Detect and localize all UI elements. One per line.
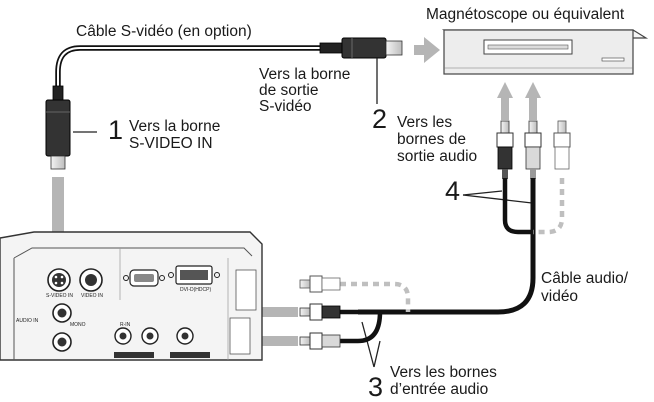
av-cable-line2: vidéo [541,288,579,305]
to-svideo-in-line1: Vers la borne [129,118,221,135]
panel-label-r-in: R-IN [120,322,131,328]
rca-plug-right-dashed [553,120,571,170]
to-svideo-out-line3: S-vidéo [259,98,312,115]
to-audio-out-line2: bornes de [397,131,466,148]
svideo-plug-projector [45,85,71,170]
to-svideo-in-line2: S-VIDEO IN [129,135,213,152]
panel-label-video-in: VIDEO IN [81,293,103,299]
to-svideo-out-line1: Vers la borne [259,66,351,83]
leader-lines [73,58,533,368]
video-in-jack [79,268,103,292]
callout-1: 1 [108,115,124,145]
to-audio-in-line1: Vers les bornes [390,364,497,381]
panel-label-dvi: DVI-D(HDCP) [180,287,212,293]
svideo-cable-label: Câble S-vidéo (en option) [76,23,252,40]
rca-plug-left [496,120,514,179]
dvi-port [168,265,220,285]
rca-plug-video-dashed [299,275,341,293]
rca-plugs-projector [299,275,341,350]
svideo-cable [45,37,403,170]
rca-plugs-vcr [496,120,571,179]
panel-label-audio-in: AUDIO IN [16,318,39,324]
vcr-device [441,29,649,75]
rca-plug-audio-r [299,332,341,350]
to-audio-out-line3: sortie audio [397,148,478,165]
to-svideo-out-line2: de sortie [259,82,319,99]
callout-4: 4 [445,176,461,206]
vga-port [123,269,165,287]
rca-plug-audio-l [299,303,341,321]
to-audio-in-line2: d’entrée audio [390,381,489,398]
to-audio-out-line1: Vers les [397,114,453,131]
panel-label-svideo-in: S-VIDEO IN [46,293,73,299]
audio-cables [330,178,565,344]
audio-signal-arrows-up [497,82,541,120]
av-cable-line1: Câble audio/ [541,270,629,287]
vcr-label: Magnétoscope ou équivalent [426,6,625,23]
callout-3: 3 [368,372,384,402]
svideo-in-jack [47,268,71,292]
svideo-signal-arrow [414,37,440,63]
panel-label-mono: MONO [70,322,86,328]
svideo-plug-vcr [319,37,403,59]
rca-plug-middle [524,120,542,179]
projector-rear-panel [0,231,263,361]
callout-2: 2 [372,104,388,134]
audio-in-jacks [52,303,72,352]
lower-jacks [114,269,257,358]
